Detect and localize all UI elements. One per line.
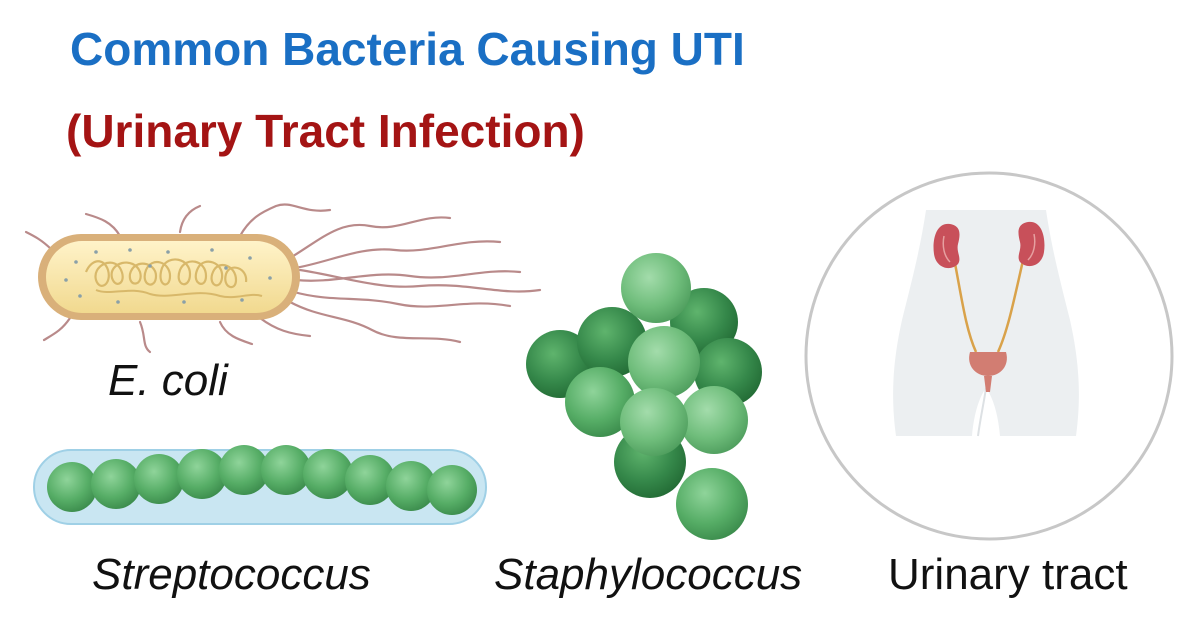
body-silhouette [893,210,1079,436]
staphylococcus-label: Staphylococcus [494,550,803,599]
bladder [969,352,1007,376]
streptococcus-chain [33,445,487,525]
diagram-title: Common Bacteria Causing UTI [70,23,745,75]
ecoli-bacterium [38,234,300,320]
ecoli-label: E. coli [108,356,228,405]
ecoli-flagella [24,203,542,354]
urinary-tract-label: Urinary tract [888,550,1128,599]
ecoli-dna [84,258,248,289]
urinary-tract-illustration [804,171,1174,541]
ecoli-ribosomes [64,248,272,304]
staphylococcus-cluster [526,253,762,540]
diagram-subtitle: (Urinary Tract Infection) [66,105,585,157]
kidney-left [933,223,960,269]
streptococcus-label: Streptococcus [92,550,371,599]
kidney-right [1018,221,1045,267]
